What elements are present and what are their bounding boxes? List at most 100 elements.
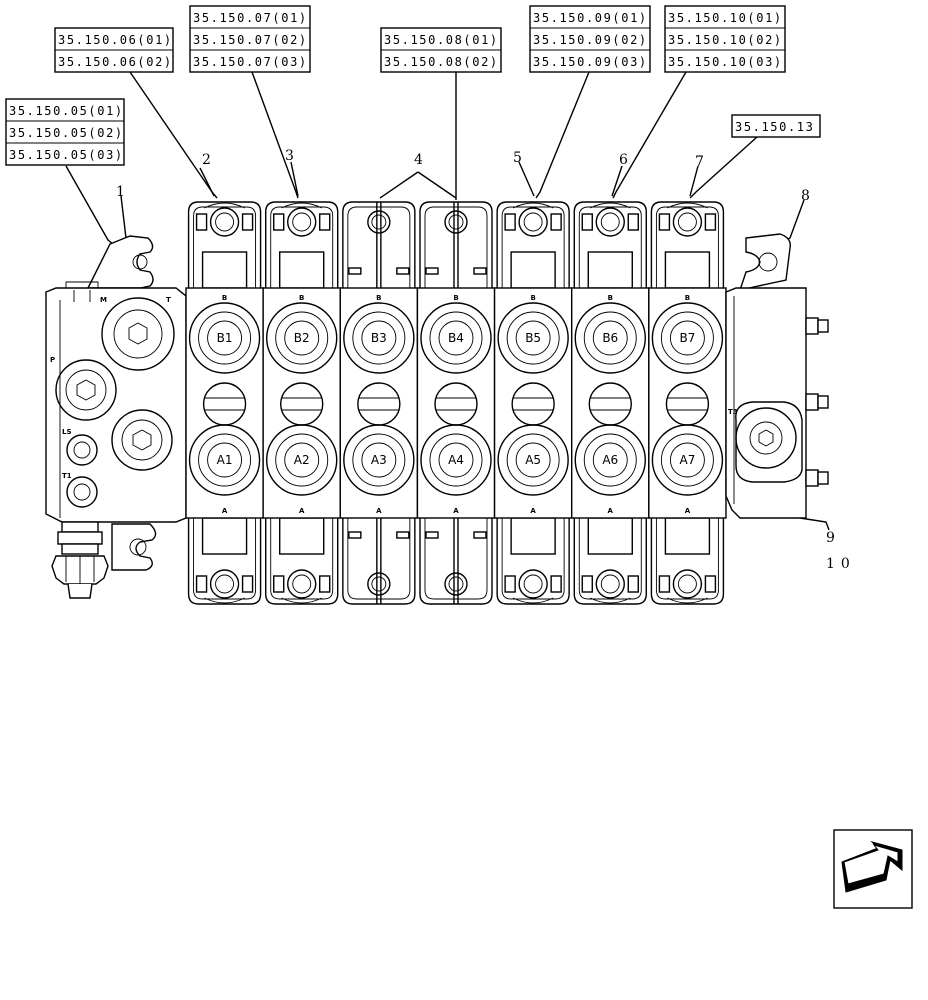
relief-arc bbox=[204, 202, 245, 209]
b-port-face bbox=[506, 311, 560, 365]
working-sections: B1A1BAB2A2BAB3A3BAB4A4BAB5A5BAB6A6BAB7A7… bbox=[185, 201, 727, 605]
pressure-port-label: P bbox=[50, 356, 55, 364]
reference-group-6: 35.150.10(01) 35.150.10(02) 35.150.10(03… bbox=[664, 5, 786, 73]
callout-number: 4 bbox=[414, 152, 423, 168]
spool-cap-inner bbox=[655, 518, 719, 600]
cap-nub bbox=[473, 267, 487, 275]
ref-label[interactable]: 35.150.09(03) bbox=[533, 55, 648, 69]
cap-nub bbox=[425, 267, 439, 275]
mounting-bracket-top-left bbox=[86, 235, 154, 289]
relief-valve bbox=[209, 569, 240, 599]
arrow-icon[interactable] bbox=[833, 829, 913, 909]
a-port-boss bbox=[188, 424, 261, 496]
mounting-bracket-right bbox=[738, 233, 791, 291]
cap-nub bbox=[425, 531, 439, 539]
spool-cap-inner bbox=[424, 206, 488, 288]
top-marker-label: B bbox=[453, 294, 458, 302]
callout-number: 10 bbox=[826, 556, 856, 572]
section-body bbox=[185, 287, 264, 519]
gauge-port-label: M bbox=[100, 296, 107, 304]
reference-group-3: 35.150.07(01) 35.150.07(02) 35.150.07(03… bbox=[189, 5, 311, 73]
reference-group-5: 35.150.09(01) 35.150.09(02) 35.150.09(03… bbox=[529, 5, 651, 73]
relief-arc bbox=[590, 597, 631, 604]
callout-number: 7 bbox=[695, 154, 704, 170]
ref-label[interactable]: 35.150.09(01) bbox=[533, 11, 648, 25]
reference-group-2: 35.150.06(01) 35.150.06(02) bbox=[54, 27, 174, 73]
relief-valve-inner bbox=[677, 574, 697, 594]
end-section: T3 bbox=[725, 287, 829, 519]
a-port-bore bbox=[592, 442, 628, 478]
ref-label[interactable]: 35.150.07(02) bbox=[193, 33, 308, 47]
end-bolt bbox=[805, 317, 829, 335]
spool-cap-inner bbox=[655, 206, 719, 288]
a-port-boss bbox=[651, 424, 724, 496]
a-port-label: A4 bbox=[448, 453, 464, 467]
b-port-bore bbox=[669, 320, 705, 356]
relief-arc bbox=[204, 597, 245, 604]
spool-end bbox=[367, 210, 391, 234]
b-port-face bbox=[583, 311, 637, 365]
relief-tab bbox=[658, 575, 671, 593]
relief-valve bbox=[518, 569, 548, 599]
ref-label[interactable]: 35.150.05(02) bbox=[9, 126, 124, 140]
b-port-label: B7 bbox=[679, 331, 695, 345]
mounting-bracket-bottom-left bbox=[111, 523, 157, 571]
b-port-bore bbox=[207, 320, 243, 356]
cap-block bbox=[279, 517, 325, 555]
ref-label[interactable]: 35.150.10(03) bbox=[668, 55, 783, 69]
relief-valve bbox=[672, 207, 703, 237]
spool-end bbox=[444, 210, 468, 234]
spool-cap-inner bbox=[578, 206, 642, 288]
a-port-bore bbox=[438, 442, 474, 478]
ref-label[interactable]: 35.150.07(01) bbox=[193, 11, 308, 25]
relief-valve bbox=[672, 569, 703, 599]
end-bolt bbox=[805, 469, 829, 487]
ref-label[interactable]: 35.150.13 bbox=[735, 120, 814, 134]
a-port-boss bbox=[497, 424, 569, 496]
a-port-label: A3 bbox=[371, 453, 387, 467]
ref-label[interactable]: 35.150.05(01) bbox=[9, 104, 124, 118]
relief-valve bbox=[287, 569, 317, 599]
ref-label[interactable]: 35.150.06(01) bbox=[58, 33, 173, 47]
b-port-bore bbox=[361, 320, 397, 356]
spool-cap-frame bbox=[419, 518, 493, 605]
ref-label[interactable]: 35.150.08(01) bbox=[384, 33, 499, 47]
relief-arc bbox=[590, 202, 631, 209]
relief-tab bbox=[658, 213, 671, 231]
relief-tab bbox=[704, 575, 717, 593]
relief-tab bbox=[550, 575, 562, 593]
ref-label[interactable]: 35.150.09(02) bbox=[533, 33, 648, 47]
bottom-marker-label: A bbox=[222, 507, 228, 515]
a-port-bore bbox=[515, 442, 551, 478]
b-port-boss bbox=[497, 302, 569, 374]
relief-tab bbox=[319, 575, 331, 593]
spool-cap-inner bbox=[347, 518, 411, 600]
spool-cap-inner bbox=[193, 518, 257, 600]
section-body bbox=[648, 287, 727, 519]
relief-valve bbox=[595, 207, 625, 237]
cap-nub bbox=[396, 531, 410, 539]
relief-valve bbox=[595, 569, 625, 599]
ref-label[interactable]: 35.150.10(02) bbox=[668, 33, 783, 47]
ref-label[interactable]: 35.150.10(01) bbox=[668, 11, 783, 25]
relief-tab bbox=[504, 213, 516, 231]
spool-cap-inner bbox=[193, 206, 257, 288]
t3-port-label: T3 bbox=[728, 408, 738, 416]
b-port-boss bbox=[574, 302, 646, 374]
relief-tab bbox=[273, 213, 285, 231]
ref-label[interactable]: 35.150.05(03) bbox=[9, 148, 124, 162]
cap-nub bbox=[348, 531, 362, 539]
spool-cap-frame bbox=[419, 201, 493, 288]
ref-label[interactable]: 35.150.08(02) bbox=[384, 55, 499, 69]
ref-label[interactable]: 35.150.06(02) bbox=[58, 55, 173, 69]
spool-cap-frame bbox=[342, 201, 416, 288]
spool-cap-inner bbox=[347, 206, 411, 288]
relief-valve-inner bbox=[215, 212, 235, 232]
top-marker-label: B bbox=[530, 294, 535, 302]
ref-label[interactable]: 35.150.07(03) bbox=[193, 55, 308, 69]
b-port-boss bbox=[266, 302, 338, 374]
relief-tab bbox=[241, 213, 254, 231]
a-port-face bbox=[429, 433, 483, 487]
a-port-bore bbox=[669, 442, 705, 478]
